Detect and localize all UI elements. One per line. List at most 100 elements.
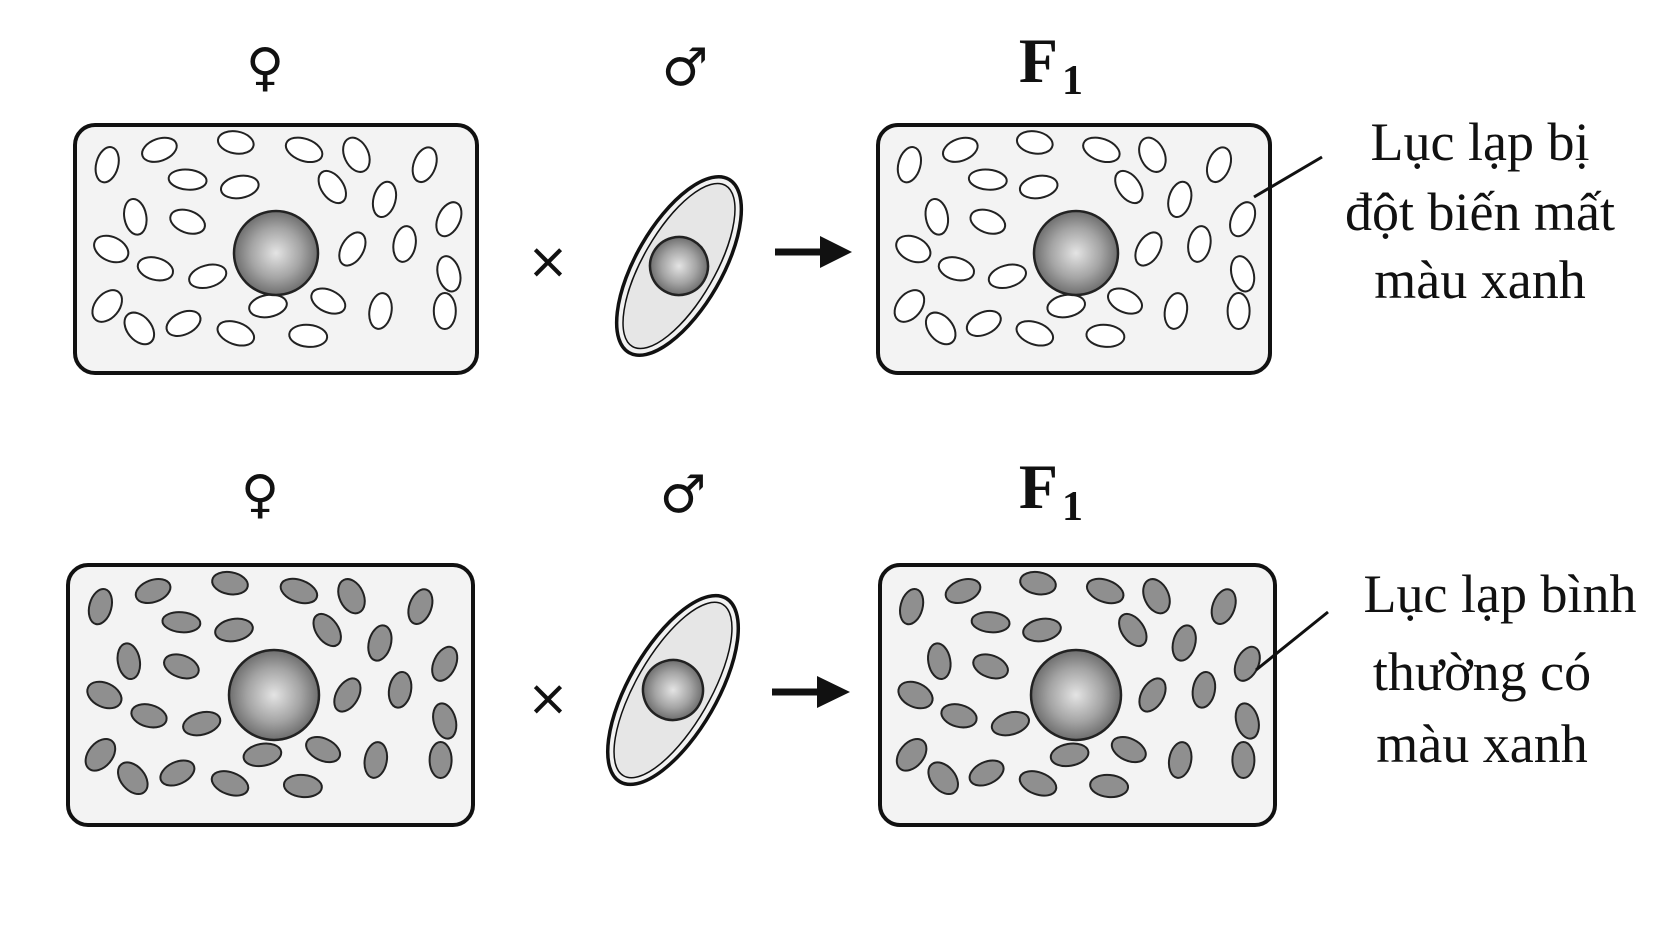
chloroplast [342, 136, 371, 173]
chloroplast [211, 570, 249, 596]
chloroplast [1085, 577, 1125, 605]
chloroplast [317, 169, 348, 205]
nucleus [1029, 648, 1123, 742]
chloroplast [1089, 773, 1130, 799]
chloroplast [967, 168, 1008, 191]
chloroplast [288, 323, 329, 348]
chloroplast [91, 289, 123, 323]
chloroplast [368, 292, 393, 330]
arrow-head [820, 236, 852, 268]
chloroplast [284, 136, 324, 164]
chloroplast [970, 611, 1011, 634]
chloroplast [188, 263, 228, 290]
chloroplast [1229, 201, 1257, 238]
chloroplast [182, 710, 222, 737]
chloroplast [432, 292, 457, 330]
chloroplast [214, 617, 254, 643]
chloroplast [1107, 287, 1143, 315]
chloroplast [338, 231, 367, 267]
male-gamete [605, 593, 741, 787]
chloroplast [1082, 136, 1121, 164]
gamete-nucleus [648, 235, 710, 297]
chloroplast [1018, 174, 1059, 200]
gamete-nucleus [641, 658, 705, 722]
chloroplast [969, 208, 1007, 235]
arrow-head [817, 676, 850, 708]
chloroplast [1019, 570, 1057, 596]
chloroplast [169, 208, 206, 235]
chloroplast-group [893, 130, 1257, 348]
chloroplast [371, 180, 398, 219]
chloroplast [116, 642, 142, 681]
chloroplast [940, 703, 978, 729]
nucleus [232, 209, 320, 297]
female-egg-cell [73, 123, 479, 375]
label-line: thường có [1373, 642, 1591, 702]
chloroplast [1234, 702, 1260, 740]
chloroplast [279, 577, 319, 605]
chloroplast [123, 311, 156, 346]
label-line: Lục lạp bị [1371, 112, 1590, 172]
chloroplast [972, 653, 1009, 680]
chloroplast [86, 680, 123, 710]
chloroplast [987, 263, 1027, 290]
chloroplast [1049, 742, 1090, 768]
chloroplast [895, 234, 932, 264]
chloroplast [363, 741, 389, 779]
chloroplast [1118, 612, 1148, 648]
chloroplast [1167, 741, 1193, 779]
chloroplast [159, 759, 196, 787]
chloroplast [1226, 292, 1251, 330]
chloroplast [130, 703, 168, 729]
chloroplast [1015, 320, 1055, 347]
chloroplast [411, 146, 438, 184]
chloroplast [407, 588, 434, 625]
chloroplast [896, 146, 923, 184]
f1-cell [876, 123, 1272, 375]
arrow [775, 236, 852, 268]
male-symbol: ♂ [660, 465, 707, 525]
chloroplast [87, 587, 114, 626]
chloroplast [927, 761, 959, 795]
chloroplast [898, 587, 925, 626]
chloroplast [1114, 169, 1144, 205]
chloroplast [924, 311, 957, 346]
chloroplast [944, 577, 982, 605]
row-normal: ♀ ♂ F 1 × Lục lạp bình thường có [66, 451, 1637, 827]
chloroplast [333, 677, 362, 713]
chloroplast [990, 710, 1030, 737]
chloroplast [1163, 292, 1189, 330]
chloroplast [428, 741, 453, 779]
chloroplast [432, 702, 458, 740]
row-mutant: ♀ ♂ F 1 × Lục lạp bị [73, 25, 1615, 375]
chloroplast [1142, 578, 1171, 615]
chloroplast [167, 168, 208, 191]
chloroplast [165, 309, 202, 337]
chloroplast-group [895, 570, 1261, 799]
chloroplast [1134, 231, 1163, 267]
chloroplast [1022, 617, 1062, 643]
chloroplast [242, 742, 283, 768]
male-gamete [614, 175, 744, 357]
chloroplast [1187, 225, 1212, 263]
label-leader-line [1255, 610, 1329, 672]
chloroplast [1110, 736, 1147, 764]
annotation-normal-chloroplast: Lục lạp bình thường có màu xanh [1364, 564, 1637, 774]
chloroplast [1191, 670, 1217, 709]
chloroplast [337, 578, 366, 615]
cross-symbol: × [527, 669, 569, 727]
offspring-subscript: 1 [1062, 58, 1083, 104]
chloroplast [219, 174, 260, 200]
offspring-symbol: F [1019, 451, 1058, 522]
chloroplast [1018, 770, 1058, 797]
chloroplast [248, 293, 288, 319]
chloroplast [1167, 180, 1193, 219]
chloroplast [141, 136, 178, 163]
chloroplast [1231, 741, 1256, 779]
label-line: Lục lạp bình [1364, 564, 1637, 624]
chloroplast [937, 256, 976, 282]
cross-symbol: × [527, 232, 569, 290]
chloroplast [123, 197, 148, 236]
nucleus [227, 648, 321, 742]
